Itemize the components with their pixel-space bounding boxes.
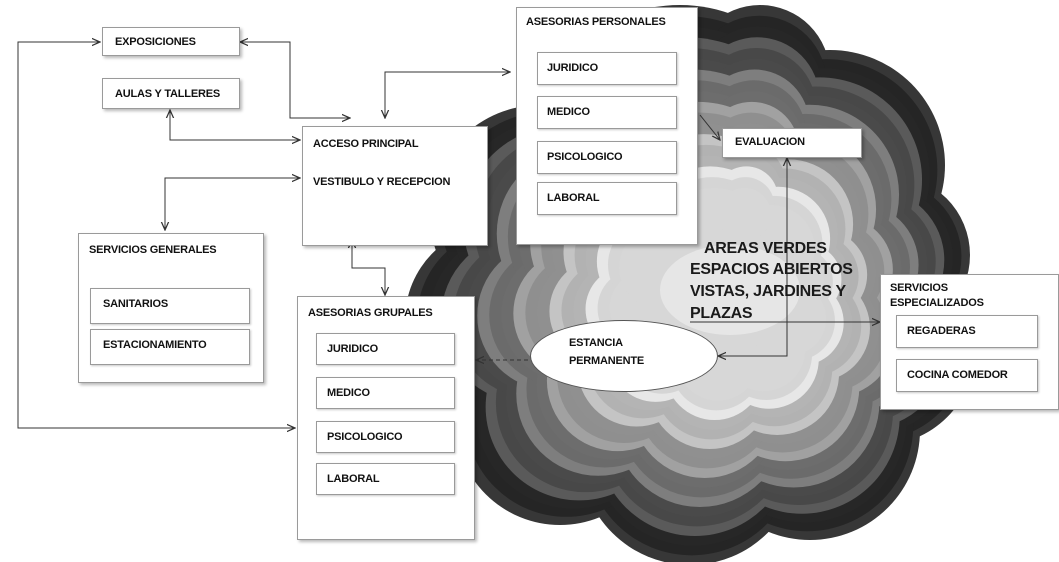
arrow-personales-evaluacion: [699, 114, 720, 140]
personales-laboral-label: LABORAL: [547, 192, 600, 204]
arrow-generales-vestibulo: [165, 178, 300, 230]
grupales-psicologico-box: PSICOLOGICO: [316, 421, 455, 453]
arrow-exposiciones-acceso: [240, 42, 350, 118]
personales-medico-box: MEDICO: [537, 96, 677, 129]
asesorias-personales-title: ASESORIAS PERSONALES: [526, 16, 666, 28]
exposiciones-box: EXPOSICIONES: [102, 27, 240, 56]
grupales-juridico-box: JURIDICO: [316, 333, 455, 365]
especializados-title-line-2: ESPECIALIZADOS: [890, 297, 984, 309]
personales-juridico-label: JURIDICO: [547, 62, 598, 74]
sanitarios-label: SANITARIOS: [103, 298, 169, 310]
areas-verdes-line-4: PLAZAS: [690, 305, 753, 322]
servicios-generales-box: SERVICIOS GENERALES SANITARIOS ESTACIONA…: [78, 233, 264, 383]
arrow-evaluacion-estancia: [718, 158, 787, 356]
personales-laboral-box: LABORAL: [537, 182, 677, 215]
regaderas-label: REGADERAS: [907, 325, 976, 337]
evaluacion-label: EVALUACION: [735, 136, 805, 148]
arrow-exposiciones-grupales: [17, 42, 295, 428]
vestibulo-recepcion-label: VESTIBULO Y RECEPCION: [313, 176, 451, 188]
aulas-talleres-label: AULAS Y TALLERES: [115, 88, 220, 100]
exposiciones-label: EXPOSICIONES: [115, 36, 196, 48]
personales-juridico-box: JURIDICO: [537, 52, 677, 85]
aulas-talleres-box: AULAS Y TALLERES: [102, 78, 240, 109]
cocina-comedor-box: COCINA COMEDOR: [896, 359, 1038, 392]
regaderas-box: REGADERAS: [896, 315, 1038, 348]
acceso-vestibulo-box: ACCESO PRINCIPAL VESTIBULO Y RECEPCION: [302, 126, 488, 246]
personales-medico-label: MEDICO: [547, 106, 590, 118]
evaluacion-box: EVALUACION: [722, 128, 862, 158]
grupales-laboral-label: LABORAL: [327, 473, 380, 485]
asesorias-grupales-box: ASESORIAS GRUPALES JURIDICO MEDICO PSICO…: [297, 296, 475, 540]
grupales-medico-box: MEDICO: [316, 377, 455, 409]
personales-psicologico-label: PSICOLOGICO: [547, 151, 623, 163]
areas-verdes-line-1: AREAS VERDES: [704, 240, 827, 257]
especializados-title-line-1: SERVICIOS: [890, 282, 948, 294]
arrow-aulas-acceso: [170, 110, 300, 140]
estancia-line-2: PERMANENTE: [569, 355, 645, 367]
grupales-juridico-label: JURIDICO: [327, 343, 378, 355]
sanitarios-box: SANITARIOS: [90, 288, 250, 324]
acceso-principal-label: ACCESO PRINCIPAL: [313, 138, 419, 150]
cocina-comedor-label: COCINA COMEDOR: [907, 369, 1008, 381]
grupales-laboral-box: LABORAL: [316, 463, 455, 495]
estacionamiento-label: ESTACIONAMIENTO: [103, 339, 207, 351]
arrow-vestibulo-grupales: [352, 240, 385, 295]
estancia-permanente-ellipse: ESTANCIA PERMANENTE: [530, 320, 718, 392]
asesorias-personales-box: ASESORIAS PERSONALES JURIDICO MEDICO PSI…: [516, 7, 698, 245]
personales-psicologico-box: PSICOLOGICO: [537, 141, 677, 174]
servicios-generales-title: SERVICIOS GENERALES: [89, 244, 217, 256]
servicios-especializados-box: SERVICIOS ESPECIALIZADOS REGADERAS COCIN…: [880, 274, 1059, 410]
areas-verdes-line-3: VISTAS, JARDINES Y: [690, 283, 846, 300]
grupales-medico-label: MEDICO: [327, 387, 370, 399]
grupales-psicologico-label: PSICOLOGICO: [327, 431, 403, 443]
areas-verdes-line-2: ESPACIOS ABIERTOS: [690, 261, 853, 278]
estancia-line-1: ESTANCIA: [569, 337, 623, 349]
asesorias-grupales-title: ASESORIAS GRUPALES: [308, 307, 433, 319]
arrow-acceso-personales: [385, 72, 510, 118]
estacionamiento-box: ESTACIONAMIENTO: [90, 329, 250, 365]
